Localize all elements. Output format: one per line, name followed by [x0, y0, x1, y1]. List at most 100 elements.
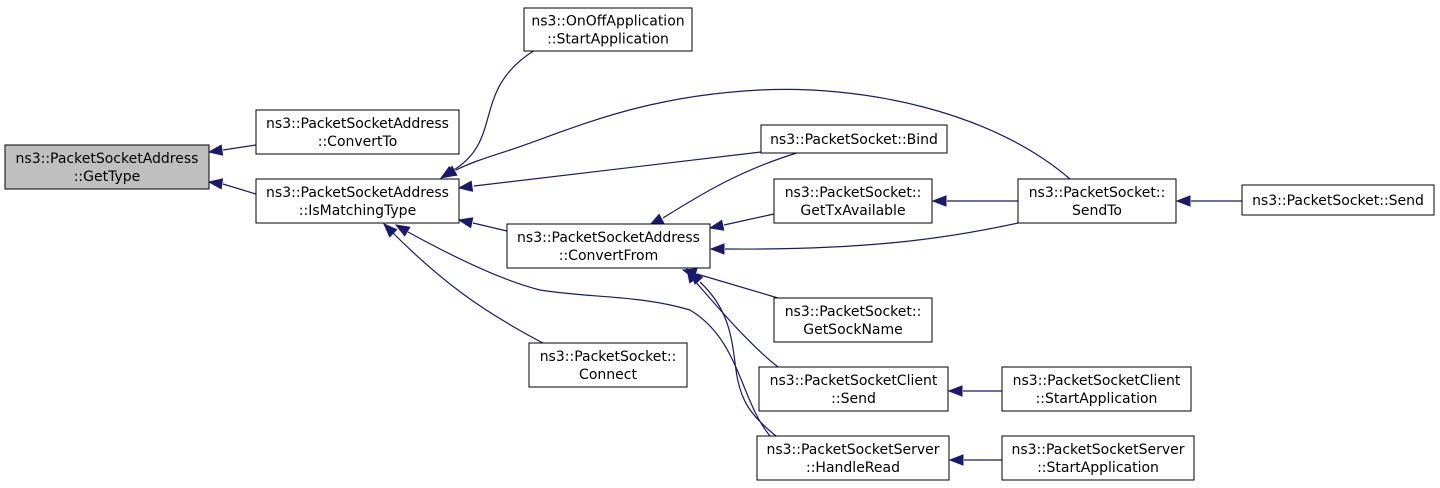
node-label-line: GetTxAvailable [800, 203, 905, 219]
node-box [1001, 366, 1192, 412]
node-label-line: ::StartApplication [1037, 460, 1159, 476]
node-onoff-start[interactable]: ns3::OnOffApplication::StartApplication [523, 7, 693, 52]
node-label-line: ns3::PacketSocketAddress [266, 185, 449, 201]
node-label-line: ns3::PacketSocket::Send [1252, 193, 1424, 209]
edge-client-start-to-client-send [947, 385, 1002, 397]
node-label-line: ::Send [831, 391, 876, 407]
nodes: ns3::PacketSocketAddress::GetTypens3::Pa… [4, 7, 1435, 481]
edge-send-to-sendto [1175, 195, 1242, 207]
node-label-line: ns3::PacketSocket:: [785, 185, 922, 201]
node-server-handleread[interactable]: ns3::PacketSocketServer::HandleRead [756, 435, 950, 481]
edge-ismatchingtype-to-gettype [207, 178, 257, 195]
edge-line [693, 279, 779, 368]
edge-connect-to-ismatchingtype [383, 223, 544, 344]
node-label-line: ns3::PacketSocketAddress [517, 230, 700, 246]
node-convertfrom[interactable]: ns3::PacketSocketAddress::ConvertFrom [506, 223, 711, 269]
node-label-line: ns3::PacketSocketServer [1011, 442, 1184, 458]
node-client-start[interactable]: ns3::PacketSocketClient::StartApplicatio… [1001, 366, 1192, 412]
node-label-line: ns3::PacketSocketClient [770, 373, 938, 389]
arrowhead-icon [709, 243, 725, 255]
edge-line [724, 222, 1019, 250]
node-gettxavailable[interactable]: ns3::PacketSocket::GetTxAvailable [773, 178, 933, 224]
arrowhead-icon [1175, 195, 1191, 207]
node-box [1241, 184, 1435, 216]
arrowhead-icon [457, 217, 474, 229]
arrowhead-icon [948, 454, 964, 466]
edge-line [473, 151, 762, 187]
node-label-line: ns3::PacketSocket::Bind [770, 132, 938, 148]
node-label-line: ::HandleRead [806, 460, 900, 476]
node-label-line: GetSockName [803, 322, 903, 338]
node-box [523, 7, 693, 52]
edge-line [222, 144, 257, 151]
node-label-line: ns3::PacketSocketClient [1013, 373, 1181, 389]
node-sendto[interactable]: ns3::PacketSocket::SendTo [1017, 178, 1177, 224]
node-bind[interactable]: ns3::PacketSocket::Bind [760, 124, 948, 154]
arrowhead-icon [207, 144, 224, 156]
node-box [255, 109, 460, 155]
edge-line [222, 183, 257, 195]
node-label-line: ::ConvertFrom [559, 248, 658, 264]
edge-line [723, 213, 775, 226]
node-box [506, 223, 711, 269]
edge-line [451, 49, 536, 172]
node-label-line: ns3::PacketSocketAddress [266, 116, 449, 132]
edge-sendto-to-ismatchingtype [441, 88, 1071, 180]
node-gettype[interactable]: ns3::PacketSocketAddress::GetType [4, 144, 210, 190]
edge-server-start-to-server-handleread [948, 454, 1002, 466]
node-box [773, 178, 933, 224]
node-label-line: ::IsMatchingType [299, 203, 416, 219]
node-box [255, 178, 460, 224]
edge-convertfrom-to-ismatchingtype [457, 217, 508, 232]
edge-convertto-to-gettype [207, 144, 257, 156]
node-label-line: ns3::PacketSocket:: [1029, 185, 1166, 201]
node-connect[interactable]: ns3::PacketSocket::Connect [528, 342, 688, 388]
node-label-line: ::GetType [74, 169, 141, 185]
edge-sendto-to-convertfrom [709, 222, 1019, 255]
node-box [1017, 178, 1177, 224]
arrowhead-icon [931, 195, 947, 207]
node-getsockname[interactable]: ns3::PacketSocket::GetSockName [773, 297, 933, 343]
edges [207, 49, 1242, 466]
edge-line [391, 231, 544, 344]
node-label-line: ns3::PacketSocket:: [785, 304, 922, 320]
node-label-line: ::StartApplication [1036, 391, 1158, 407]
arrowhead-icon [648, 213, 665, 226]
arrowhead-icon [708, 219, 725, 231]
arrowhead-icon [947, 385, 963, 397]
node-label-line: ns3::PacketSocket:: [540, 349, 677, 365]
edge-line [662, 151, 801, 219]
node-convertto[interactable]: ns3::PacketSocketAddress::ConvertTo [255, 109, 460, 155]
node-label-line: SendTo [1072, 203, 1122, 219]
edge-bind-to-ismatchingtype [457, 151, 762, 192]
node-send[interactable]: ns3::PacketSocket::Send [1241, 184, 1435, 216]
edge-line [472, 222, 508, 232]
edge-sendto-to-gettxavailable [931, 195, 1018, 207]
node-label-line: ns3::OnOffApplication [531, 14, 684, 30]
edge-line [699, 281, 777, 437]
node-client-send[interactable]: ns3::PacketSocketClient::Send [758, 366, 949, 412]
arrowhead-icon [394, 224, 411, 237]
arrowhead-icon [689, 269, 704, 285]
arrowhead-icon [383, 223, 398, 238]
node-box [756, 435, 950, 481]
node-label-line: ns3::PacketSocketAddress [16, 151, 199, 167]
edge-line [696, 273, 779, 299]
node-server-start[interactable]: ns3::PacketSocketServer::StartApplicatio… [1001, 435, 1195, 481]
node-box [1001, 435, 1195, 481]
edge-line [455, 88, 1071, 180]
node-label-line: ns3::PacketSocketServer [766, 442, 939, 458]
node-ismatchingtype[interactable]: ns3::PacketSocketAddress::IsMatchingType [255, 178, 460, 224]
edge-line [407, 231, 771, 437]
arrowhead-icon [441, 165, 458, 178]
edge-gettxavailable-to-convertfrom [708, 213, 775, 231]
node-label-line: ::ConvertTo [318, 134, 398, 150]
node-label-line: Connect [579, 367, 637, 383]
arrowhead-icon [457, 180, 474, 192]
edge-server-handleread-to-ismatchingtype [394, 224, 771, 437]
edge-server-handleread-to-convertfrom [689, 269, 777, 437]
node-box [528, 342, 688, 388]
node-box [4, 144, 210, 190]
arrowhead-icon [207, 178, 224, 190]
